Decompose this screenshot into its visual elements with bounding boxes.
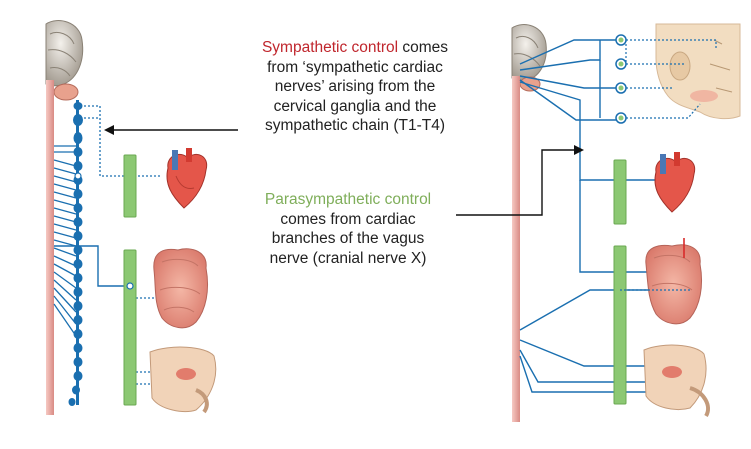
- cerebellum-left: [53, 83, 79, 101]
- arrow-to-chain: [104, 125, 114, 135]
- brain-right: [511, 24, 547, 82]
- spinal-cord-right: [512, 76, 520, 422]
- parasympathetic-title: Parasympathetic control: [264, 191, 432, 208]
- sympathetic-line4: cervical ganglia and the: [273, 97, 437, 115]
- cranial-ganglia: [615, 34, 627, 124]
- brain-left: [45, 20, 84, 87]
- parasympathetic-caption: Parasympathetic control comes from cardi…: [228, 190, 468, 268]
- pelvic-organs-left: [149, 346, 217, 414]
- sympathetic-line2: from ‘sympathetic cardiac: [267, 58, 443, 76]
- sympathetic-chain-term: sympathetic chain: [264, 117, 390, 134]
- large-intestine-left: [153, 248, 209, 329]
- arrow-to-vagus: [574, 145, 584, 155]
- rami-communicantes: [53, 145, 77, 337]
- sympathetic-cardiac-nerves: [80, 105, 160, 177]
- pelvic-organs-right: [643, 344, 710, 418]
- cranial-parasympathetic-nerves: [519, 39, 620, 121]
- prevertebral-ganglion-bar-1: [123, 154, 137, 218]
- sympathetic-caption: Sympathetic control comes from ‘sympathe…: [240, 38, 470, 136]
- sympathetic-chain-ganglia: [68, 102, 83, 406]
- parasympathetic-line3-prefix: branches of the: [271, 230, 383, 247]
- left-panel-sympathetic: [45, 20, 238, 415]
- vagus-term: vagus: [382, 230, 425, 247]
- heart-right: [654, 152, 696, 213]
- sympathetic-line3: nerves’ arising from the: [274, 78, 436, 95]
- sympathetic-chain-suffix: (T1-T4): [389, 117, 446, 134]
- parasympathetic-line4: nerve (cranial nerve X): [269, 249, 427, 267]
- parasympathetic-line2: comes from cardiac: [280, 210, 416, 228]
- heart-left: [166, 148, 208, 209]
- large-intestine-right: [645, 238, 703, 325]
- sympathetic-line1-rest: comes: [398, 39, 449, 56]
- face-head-right: [655, 23, 741, 120]
- right-panel-parasympathetic: [456, 23, 741, 422]
- splanchnic-nerve: [54, 245, 130, 287]
- sympathetic-title: Sympathetic control: [261, 39, 399, 56]
- spinal-cord-left: [46, 80, 54, 415]
- cardiac-ganglion-bar: [613, 159, 627, 225]
- prevertebral-ganglion-bar-2: [123, 249, 137, 406]
- pelvic-ganglion-bar: [613, 245, 627, 405]
